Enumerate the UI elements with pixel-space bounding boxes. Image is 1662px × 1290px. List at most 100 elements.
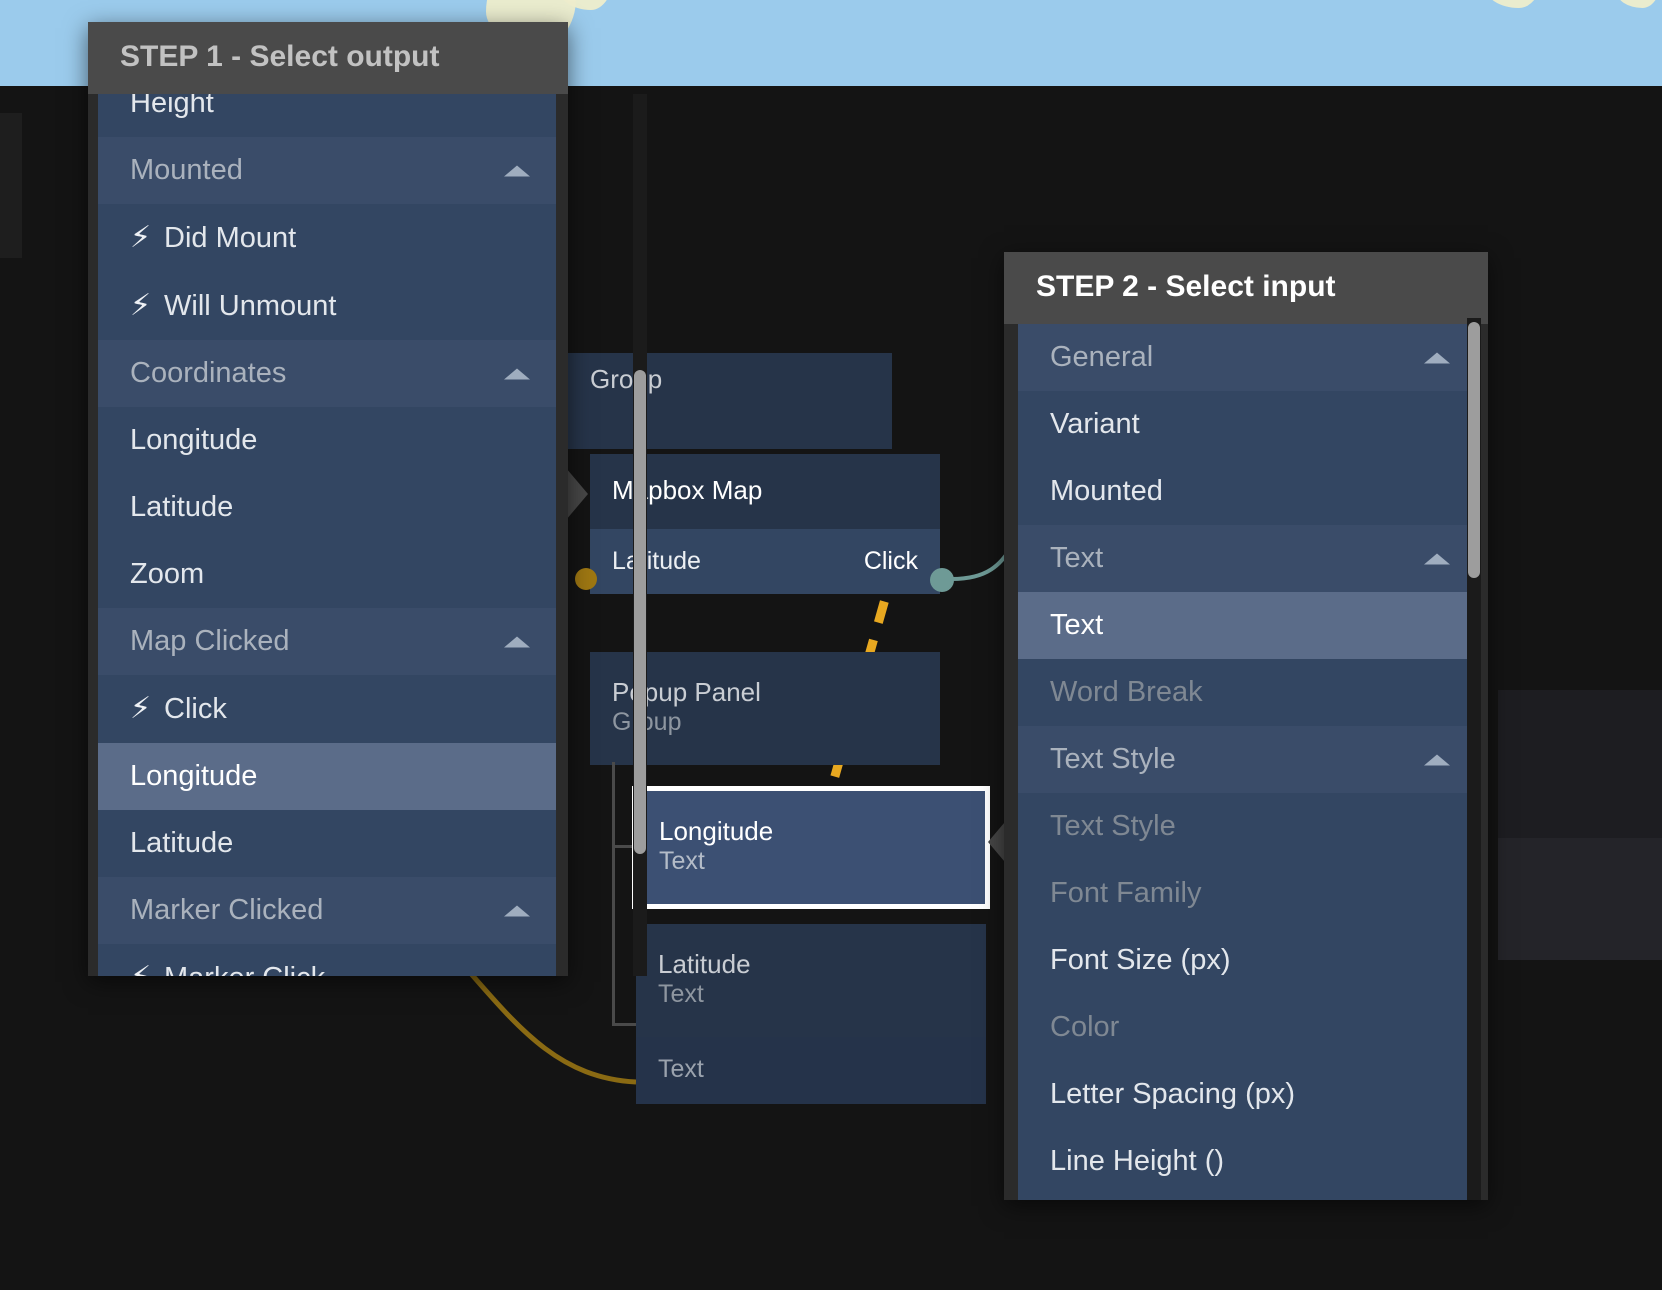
step1-option-click[interactable]: ⚡ Click xyxy=(98,675,556,743)
socket-latitude-input[interactable] xyxy=(575,568,597,590)
step1-option-did-mount[interactable]: ⚡ Did Mount xyxy=(98,204,556,272)
step1-option-marker-click[interactable]: ⚡Marker Click xyxy=(98,944,556,976)
background-panel-upper xyxy=(1498,690,1662,838)
lightning-bolt-icon: ⚡ xyxy=(130,692,152,725)
step1-option-label: Longitude xyxy=(130,760,258,792)
step2-option-label: Color xyxy=(1050,1011,1120,1043)
node-mapbox-latitude-label: Latitude xyxy=(612,547,701,576)
step1-option-label: Mounted xyxy=(130,154,243,186)
node-latitude-row-text[interactable]: Text xyxy=(636,1037,986,1105)
step1-option-zoom[interactable]: Zoom xyxy=(98,541,556,608)
step1-scrollbar-thumb[interactable] xyxy=(634,370,646,854)
step1-option-label: Will Unmount xyxy=(164,290,337,322)
step1-option-mounted[interactable]: Mounted xyxy=(98,137,556,204)
step2-option-text-style[interactable]: Text Style xyxy=(1018,726,1476,793)
step1-option-label: Map Clicked xyxy=(130,625,290,657)
step1-option-longitude[interactable]: Longitude xyxy=(98,743,556,810)
step2-scrollbar-thumb[interactable] xyxy=(1468,322,1480,578)
step2-option-variant[interactable]: Variant xyxy=(1018,391,1476,458)
chevron-up-icon[interactable] xyxy=(504,368,530,379)
node-mapbox-row-latitude[interactable]: Latitude Click xyxy=(590,529,940,595)
step2-option-case: Case xyxy=(1018,1195,1476,1200)
node-collapse-arrow[interactable] xyxy=(566,468,588,520)
step1-option-label: Click xyxy=(164,693,227,725)
step2-option-label: General xyxy=(1050,341,1154,373)
step2-option-text-style: Text Style xyxy=(1018,793,1476,860)
lightning-bolt-icon: ⚡ xyxy=(130,289,152,322)
chevron-up-icon[interactable] xyxy=(504,905,530,916)
node-longitude-title: Longitude xyxy=(659,816,774,846)
chevron-up-icon[interactable] xyxy=(504,636,530,647)
map-landmass-shape xyxy=(1484,0,1542,8)
step1-option-label: Marker Clicked xyxy=(130,894,324,926)
tree-connector-vertical xyxy=(612,762,615,1026)
step2-option-text[interactable]: Text xyxy=(1018,525,1476,592)
map-landmass-shape xyxy=(1616,0,1660,8)
step2-option-general[interactable]: General xyxy=(1018,324,1476,391)
chevron-up-icon[interactable] xyxy=(1424,352,1450,363)
step2-option-label: Variant xyxy=(1050,408,1140,440)
step1-option-marker-clicked[interactable]: Marker Clicked xyxy=(98,877,556,944)
step2-option-color: Color xyxy=(1018,994,1476,1061)
step1-option-latitude[interactable]: Latitude xyxy=(98,810,556,877)
chevron-up-icon[interactable] xyxy=(1424,754,1450,765)
node-latitude-title: Latitude xyxy=(658,949,751,979)
node-group[interactable]: Group xyxy=(568,353,892,449)
step1-option-coordinates[interactable]: Coordinates xyxy=(98,340,556,407)
node-popup-title: Popup Panel xyxy=(612,677,761,707)
node-group-title: Group xyxy=(590,364,663,394)
node-latitude-header[interactable]: Latitude Text xyxy=(636,924,986,1038)
step1-option-longitude[interactable]: Longitude xyxy=(98,407,556,474)
step2-option-word-break: Word Break xyxy=(1018,659,1476,726)
node-longitude-selected[interactable]: Longitude Text xyxy=(632,786,990,910)
step1-option-label: Latitude xyxy=(130,491,234,523)
step1-option-label: Marker Click xyxy=(164,962,325,977)
step2-option-label: Line Height () xyxy=(1050,1145,1225,1177)
step1-option-height[interactable]: Height xyxy=(98,94,556,137)
node-mapbox-click-port-label: Click xyxy=(863,547,918,576)
step2-option-label: Word Break xyxy=(1050,676,1203,708)
chevron-up-icon[interactable] xyxy=(504,165,530,176)
step1-option-label: Coordinates xyxy=(130,357,287,389)
background-panel-lower xyxy=(1498,838,1662,960)
node-group-header[interactable]: Group xyxy=(568,353,892,449)
step2-option-mounted[interactable]: Mounted xyxy=(1018,458,1476,525)
step2-option-label: Text xyxy=(1050,542,1104,574)
step1-option-will-unmount[interactable]: ⚡ Will Unmount xyxy=(98,272,556,340)
step1-option-label: Latitude xyxy=(130,827,234,859)
step2-option-label: Letter Spacing (px) xyxy=(1050,1078,1296,1110)
chevron-up-icon[interactable] xyxy=(1424,553,1450,564)
step1-option-label: Longitude xyxy=(130,424,258,456)
step1-option-label: Height xyxy=(130,94,214,119)
step2-option-text[interactable]: Text xyxy=(1018,592,1476,659)
node-longitude-header[interactable]: Longitude Text xyxy=(637,791,985,905)
step1-panel-title: STEP 1 - Select output xyxy=(88,22,568,94)
lightning-bolt-icon: ⚡ xyxy=(130,963,164,977)
step2-option-label: Text Style xyxy=(1050,743,1176,775)
step2-option-line-height[interactable]: Line Height () xyxy=(1018,1128,1476,1195)
step2-option-label: Font Size (px) xyxy=(1050,944,1231,976)
node-popup-subtitle: Group xyxy=(612,707,918,737)
socket-click-output[interactable] xyxy=(930,568,954,592)
lightning-bolt-icon: ⚡ xyxy=(130,221,152,254)
step1-option-map-clicked[interactable]: Map Clicked xyxy=(98,608,556,675)
step1-option-label: Did Mount xyxy=(164,222,297,254)
tree-connector-branch xyxy=(612,845,634,848)
step2-option-font-size-px[interactable]: Font Size (px) xyxy=(1018,927,1476,994)
node-latitude[interactable]: Latitude Text Text xyxy=(636,924,986,1105)
step2-panel-title: STEP 2 - Select input xyxy=(1004,252,1488,324)
step1-option-latitude[interactable]: Latitude xyxy=(98,474,556,541)
step2-option-letter-spacing-px[interactable]: Letter Spacing (px) xyxy=(1018,1061,1476,1128)
step1-option-label: Zoom xyxy=(130,558,205,590)
step2-option-label: Text xyxy=(1050,609,1104,641)
node-mapbox-title: Mapbox Map xyxy=(612,475,763,505)
step2-option-label: Mounted xyxy=(1050,475,1163,507)
node-mapbox-map[interactable]: Mapbox Map Latitude Click xyxy=(590,454,940,595)
map-landmass-shape xyxy=(556,0,614,10)
node-longitude-subtitle: Text xyxy=(659,847,705,876)
step2-option-font-family: Font Family xyxy=(1018,860,1476,927)
